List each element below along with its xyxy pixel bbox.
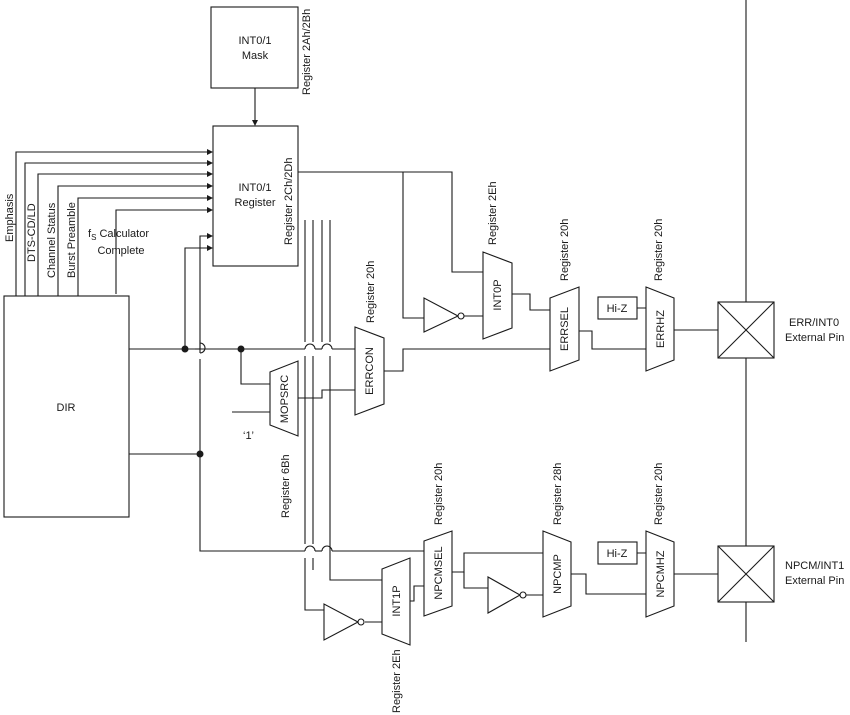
errsel-register-label: Register 20h xyxy=(559,219,571,281)
npcmsel-register-label: Register 20h xyxy=(433,463,445,525)
errcon-label: ERRCON xyxy=(364,347,376,395)
errsel-label: ERRSEL xyxy=(559,307,571,351)
int-register-register-label: Register 2Ch/2Dh xyxy=(283,158,295,245)
mopsrc-input-label: ‘1’ xyxy=(243,430,254,442)
int-register-line1: INT0/1 xyxy=(238,182,271,194)
errcon-register-label: Register 20h xyxy=(365,261,377,323)
hiz-bottom-label: Hi-Z xyxy=(607,548,628,560)
err-pin-line1: ERR/INT0 xyxy=(789,317,839,329)
mask-block: INT0/1 Mask Register 2Ah/2Bh xyxy=(210,6,313,95)
int1-inverter xyxy=(323,603,365,641)
dir-label: DIR xyxy=(57,402,76,414)
mopsrc-register-label: Register 6Bh xyxy=(280,454,292,518)
err-pin-line2: External Pin xyxy=(785,332,844,344)
errhz-label: ERRHZ xyxy=(655,310,667,348)
errsel-mux: ERRSEL Register 20h xyxy=(549,219,580,372)
npcmhz-mux: NPCMHZ Register 20h xyxy=(645,463,675,618)
hiz-top-box: Hi-Z xyxy=(597,296,638,320)
npcmsel-label: NPCMSEL xyxy=(433,546,445,599)
npcmhz-label: NPCMHZ xyxy=(655,550,667,597)
fs-calculator-label: fS Calculator xyxy=(88,228,149,242)
mask-line2: Mask xyxy=(242,50,269,62)
emphasis-label: Emphasis xyxy=(4,193,16,242)
npcm-pin-line1: NPCM/INT1 xyxy=(785,560,844,572)
junction-dot xyxy=(181,345,189,353)
int-register-line2: Register xyxy=(235,197,276,209)
junction-dots xyxy=(181,345,245,458)
mask-register-label: Register 2Ah/2Bh xyxy=(301,9,313,95)
int1p-mux: INT1P Register 2Eh xyxy=(381,557,411,713)
wires xyxy=(15,0,747,642)
npcm-pin: NPCM/INT1 External Pin xyxy=(717,545,844,603)
dir-signal-labels: Emphasis DTS-CD/LD Channel Status Burst … xyxy=(4,193,149,278)
int0p-register-label: Register 2Eh xyxy=(487,181,499,245)
input-arrows xyxy=(207,120,258,251)
junction-dot xyxy=(237,345,245,353)
npcm-pin-line2: External Pin xyxy=(785,575,844,587)
mopsrc-mux: MOPSRC Register 6Bh ‘1’ xyxy=(243,360,299,518)
dir-block: DIR xyxy=(3,295,130,518)
junction-dot xyxy=(196,450,204,458)
burst-preamble-label: Burst Preamble xyxy=(66,202,78,278)
int-register-block: INT0/1 Register Register 2Ch/2Dh xyxy=(212,125,299,267)
int1p-label: INT1P xyxy=(391,585,403,616)
npcmsel-mux: NPCMSEL Register 20h xyxy=(423,463,453,617)
mopsrc-label: MOPSRC xyxy=(279,375,291,423)
npcmp-label: NPCMP xyxy=(552,554,564,594)
errhz-mux: ERRHZ Register 20h xyxy=(645,219,675,372)
channel-status-label: Channel Status xyxy=(46,202,58,278)
dts-label: DTS-CD/LD xyxy=(26,203,38,262)
npcmp-mux: NPCMP Register 28h xyxy=(542,463,572,618)
int0p-label: INT0P xyxy=(492,279,504,310)
hiz-bottom-box: Hi-Z xyxy=(597,541,638,565)
fs-calculator-line2: Complete xyxy=(97,245,144,257)
int1p-register-label: Register 2Eh xyxy=(391,649,403,713)
npcmp-inverter xyxy=(487,576,527,614)
npcmhz-register-label: Register 20h xyxy=(653,463,665,525)
errhz-register-label: Register 20h xyxy=(653,219,665,281)
int0p-mux: INT0P Register 2Eh xyxy=(482,181,513,340)
err-pin: ERR/INT0 External Pin xyxy=(717,301,844,359)
npcmp-register-label: Register 28h xyxy=(552,463,564,525)
errcon-mux: ERRCON Register 20h xyxy=(354,261,385,416)
int0-inverter xyxy=(423,297,465,333)
mask-line1: INT0/1 xyxy=(238,35,271,47)
hiz-top-label: Hi-Z xyxy=(607,303,628,315)
